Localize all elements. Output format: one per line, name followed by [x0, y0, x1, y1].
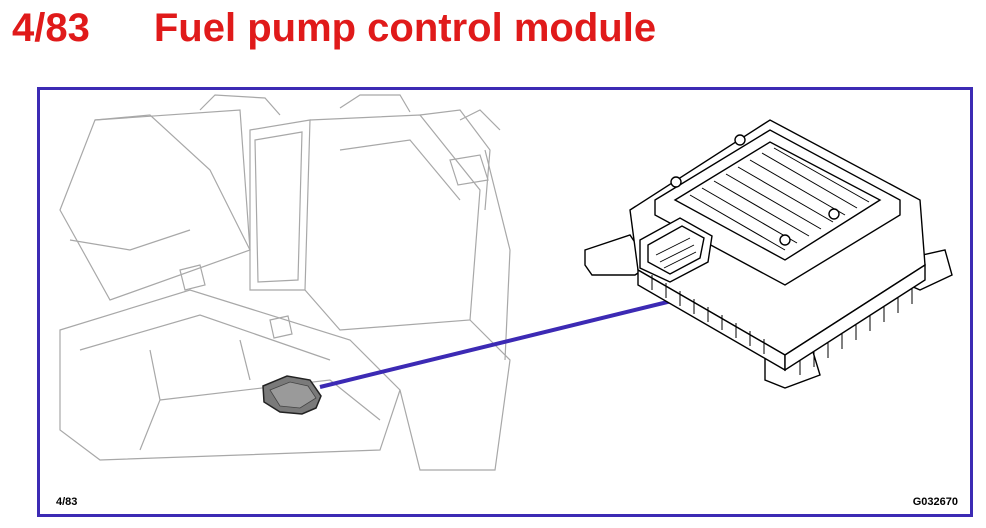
page-reference: 4/83 — [12, 5, 90, 50]
illustration — [59, 94, 953, 471]
page-title: Fuel pump control module — [153, 5, 657, 50]
rear-seat-illustration — [59, 94, 511, 471]
module-location-marker — [262, 375, 322, 415]
title-row: 4/83 Fuel pump control module — [12, 4, 656, 52]
illustration-frame: 4/83 G032670 — [37, 87, 973, 517]
fuel-pump-control-module — [584, 119, 953, 389]
leader-line — [319, 295, 689, 389]
figure-page-reference: 4/83 — [56, 496, 78, 508]
figure-id: G032670 — [912, 496, 958, 508]
